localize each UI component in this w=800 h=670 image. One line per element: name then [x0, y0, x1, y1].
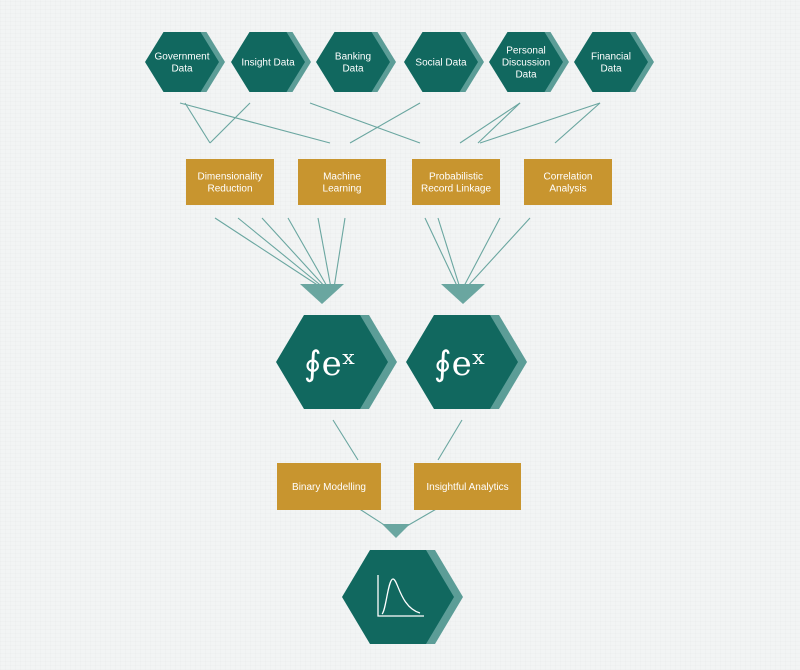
output-box-shape	[414, 463, 521, 510]
node-label-line: Binary Modelling	[292, 482, 366, 493]
connector-line	[317, 217, 332, 289]
node-label-line: Dimensionality	[197, 172, 262, 183]
source-hexagon: Insight Data	[231, 32, 311, 92]
node-label-line: Insight Data	[241, 58, 295, 69]
engines-row: ∮eˣ ∮eˣ	[276, 315, 527, 409]
node-label-line: Data	[171, 64, 193, 75]
result-row	[342, 550, 463, 644]
node-label-line: Discussion	[502, 58, 550, 69]
node-label-line: Machine	[323, 172, 361, 183]
arrowhead-left	[300, 284, 344, 304]
hexagon-shape	[145, 32, 219, 92]
node-label-line: Personal	[506, 46, 545, 57]
output-box: Binary Modelling	[277, 463, 381, 510]
method-box-shape	[412, 159, 500, 205]
hexagon-shape	[404, 32, 478, 92]
arrowhead-bottom	[382, 524, 410, 538]
outputs-row: Binary Modelling Insightful Analytics	[277, 463, 521, 510]
connector-line	[349, 102, 421, 144]
node-label-line: Probabilistic	[429, 172, 483, 183]
connector-line	[437, 419, 463, 461]
integral-exponential-icon: ∮eˣ	[434, 344, 486, 384]
node-label-line: Learning	[323, 184, 362, 195]
connector-line	[424, 217, 459, 289]
output-box-shape	[277, 463, 381, 510]
arrowhead-right	[441, 284, 485, 304]
connector-line	[437, 217, 461, 289]
chart-axes	[377, 575, 424, 617]
connector-line	[237, 217, 325, 289]
connector-line	[261, 217, 327, 289]
node-label-line: Correlation	[544, 172, 593, 183]
hexagon-shape	[316, 32, 390, 92]
result-hexagon	[342, 550, 463, 644]
method-box-shape	[524, 159, 612, 205]
hexagon-shape	[406, 315, 518, 409]
node-label-line: Record Linkage	[421, 184, 491, 195]
hexagon-shape	[489, 32, 563, 92]
hexagon-shape	[231, 32, 305, 92]
node-label-line: Insightful Analytics	[426, 482, 508, 493]
integral-exponential-icon: ∮eˣ	[304, 344, 356, 384]
connector-line	[209, 102, 251, 144]
distribution-curve-icon	[377, 575, 424, 617]
connector-line	[462, 217, 501, 289]
hexagon-shape	[276, 315, 388, 409]
output-box: Insightful Analytics	[414, 463, 521, 510]
node-label-line: Social Data	[415, 58, 467, 69]
connector-line	[214, 217, 323, 289]
connector-line	[465, 217, 531, 289]
node-label-line: Analysis	[549, 184, 586, 195]
method-box-shape	[186, 159, 274, 205]
hexagon-shape	[574, 32, 648, 92]
connector-line	[477, 102, 521, 144]
node-label-line: Data	[342, 64, 364, 75]
method-box-shape	[298, 159, 386, 205]
connector-line	[333, 217, 346, 289]
hexagon-shape	[342, 550, 454, 644]
connector-line	[184, 102, 211, 144]
connector-line	[179, 102, 331, 144]
connector-line	[309, 102, 421, 144]
engine-hexagon: ∮eˣ	[406, 315, 527, 409]
node-label-line: Financial	[591, 52, 631, 63]
node-label-line: Data	[515, 70, 537, 81]
connector-line	[287, 217, 329, 289]
arrowheads	[300, 284, 485, 538]
source-hexagon: Social Data	[404, 32, 484, 92]
connector-line	[459, 102, 521, 144]
engine-hexagon: ∮eˣ	[276, 315, 397, 409]
distribution-curve	[381, 578, 421, 615]
connector-line	[332, 419, 359, 461]
connector-line	[479, 102, 601, 144]
connector-line	[554, 102, 601, 144]
node-label-line: Government	[154, 52, 209, 63]
node-label-line: Reduction	[207, 184, 252, 195]
node-label-line: Data	[600, 64, 622, 75]
node-label-line: Banking	[335, 52, 371, 63]
